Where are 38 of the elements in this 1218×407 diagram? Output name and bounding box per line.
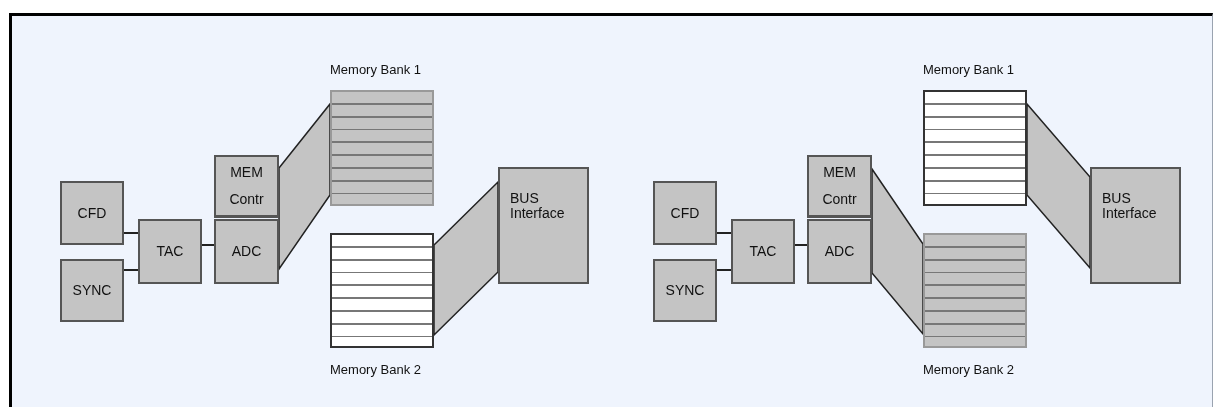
box-label: TAC — [156, 242, 184, 262]
connector-line — [794, 244, 808, 246]
data-bus-band — [1026, 102, 1091, 270]
box-label: BUS Interface — [510, 191, 566, 221]
module-box — [214, 219, 279, 284]
module-box — [731, 219, 795, 284]
box-label: MEM Contr — [228, 163, 265, 209]
memory-bank-title: Memory Bank 1 — [330, 62, 423, 78]
memory-bank-title: Memory Bank 2 — [923, 362, 1016, 378]
memory-bank-title: Memory Bank 2 — [330, 362, 423, 378]
module-box — [60, 259, 124, 322]
box-label: BUS Interface — [1102, 191, 1158, 221]
box-label: CFD — [670, 203, 700, 223]
connector-line — [716, 269, 732, 271]
data-bus-band — [278, 101, 331, 272]
connector-line — [123, 232, 139, 234]
connector-line — [123, 269, 139, 271]
box-label: ADC — [231, 242, 262, 262]
module-box — [60, 181, 124, 245]
module-box — [807, 219, 872, 284]
box-label: SYNC — [72, 281, 112, 301]
connector-line — [716, 232, 732, 234]
data-bus-band — [871, 166, 924, 337]
box-label: CFD — [77, 203, 107, 223]
module-box — [214, 155, 279, 218]
module-box — [653, 259, 717, 322]
box-label: ADC — [824, 242, 855, 262]
box-label: MEM Contr — [821, 163, 858, 209]
memory-bank-title: Memory Bank 1 — [923, 62, 1016, 78]
data-bus-band — [433, 180, 499, 337]
module-box — [807, 155, 872, 218]
bus-interface-box — [498, 167, 589, 284]
module-box — [138, 219, 202, 284]
bus-interface-box — [1090, 167, 1181, 284]
connector-line — [201, 244, 215, 246]
box-label: SYNC — [665, 281, 705, 301]
box-label: TAC — [749, 242, 777, 262]
module-box — [653, 181, 717, 245]
